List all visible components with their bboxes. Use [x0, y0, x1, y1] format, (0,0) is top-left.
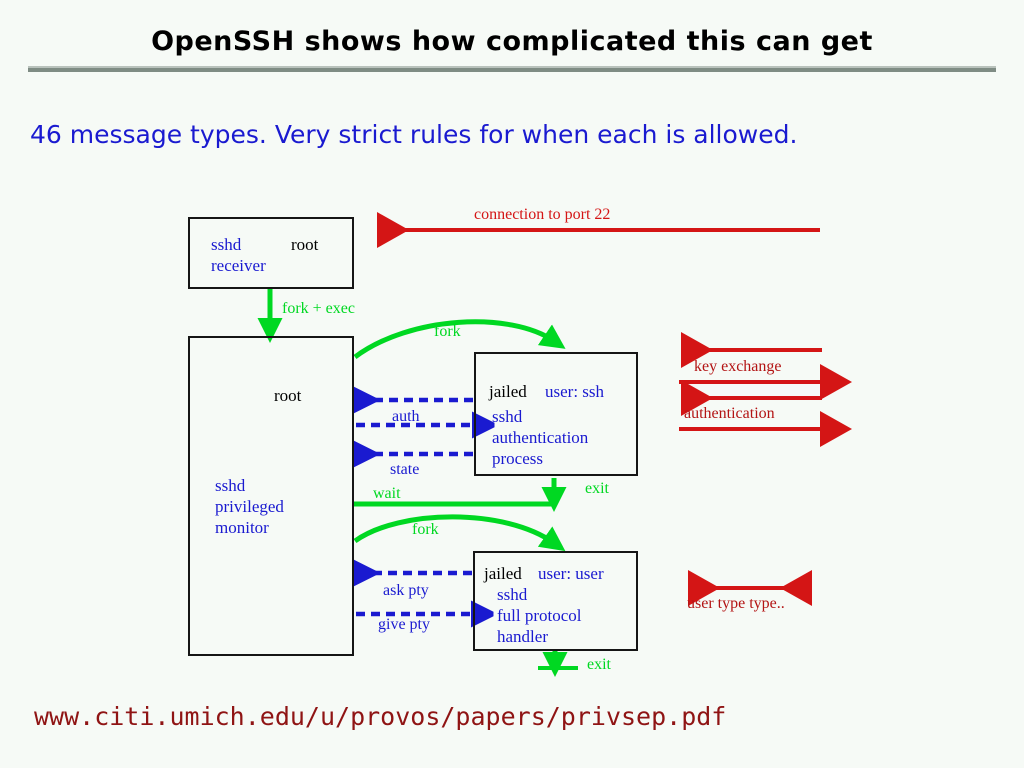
- label-state: state: [390, 461, 420, 478]
- label-fork-exec: fork + exec: [282, 300, 355, 317]
- box-monitor-line-monitor: monitor: [215, 518, 269, 537]
- box-handler-line-full-protocol: full protocol: [497, 606, 582, 625]
- box-auth-process[interactable]: jailed user: ssh sshd authentication pro…: [474, 352, 638, 476]
- label-give-pty: give pty: [378, 616, 430, 633]
- subtitle-text: 46 message types. Very strict rules for …: [30, 120, 798, 149]
- label-user-type: user type type..: [687, 595, 785, 612]
- label-key-exchange: key exchange: [694, 358, 782, 375]
- label-authentication: authentication: [684, 405, 775, 422]
- box-monitor-line-sshd: sshd: [215, 476, 246, 495]
- box-auth-line-user: user: ssh: [545, 382, 605, 401]
- box-monitor-line-root: root: [274, 386, 302, 405]
- box-auth-line-authentication: authentication: [492, 428, 589, 447]
- arrow-authentication: [679, 380, 852, 447]
- box-sshd-receiver[interactable]: sshd root receiver: [188, 217, 354, 289]
- box-handler-line-sshd: sshd: [497, 585, 528, 604]
- box-handler-line-user: user: user: [538, 564, 604, 583]
- label-wait: wait: [373, 485, 401, 502]
- label-fork-auth: fork: [434, 323, 461, 340]
- label-exit-handler: exit: [587, 656, 611, 673]
- title-divider: [28, 66, 996, 72]
- box-auth-line-process: process: [492, 449, 543, 468]
- box-handler-line-jailed: jailed: [484, 564, 522, 583]
- footer-url[interactable]: www.citi.umich.edu/u/provos/papers/privs…: [34, 702, 727, 731]
- label-fork-handler: fork: [412, 521, 439, 538]
- arrow-exit-handler: [538, 651, 578, 677]
- label-ask-pty: ask pty: [383, 582, 429, 599]
- box-handler-line-handler: handler: [497, 627, 548, 646]
- label-exit-auth: exit: [585, 480, 609, 497]
- box-privileged-monitor[interactable]: root sshd privileged monitor: [188, 336, 354, 656]
- label-connection-to-port: connection to port 22: [474, 206, 611, 223]
- arrow-fork-handler: [353, 514, 566, 552]
- box-auth-line-sshd: sshd: [492, 407, 523, 426]
- page-title: OpenSSH shows how complicated this can g…: [151, 26, 873, 57]
- label-auth: auth: [392, 408, 420, 425]
- arrow-fork-auth: [353, 319, 566, 360]
- box-sshd-receiver-line-root: root: [291, 235, 319, 254]
- box-sshd-receiver-line-receiver: receiver: [211, 256, 266, 275]
- box-protocol-handler[interactable]: jailed user: user sshd full protocol han…: [473, 551, 638, 651]
- box-monitor-line-privileged: privileged: [215, 497, 284, 516]
- box-sshd-receiver-line-sshd: sshd: [211, 235, 242, 254]
- box-auth-line-jailed: jailed: [489, 382, 527, 401]
